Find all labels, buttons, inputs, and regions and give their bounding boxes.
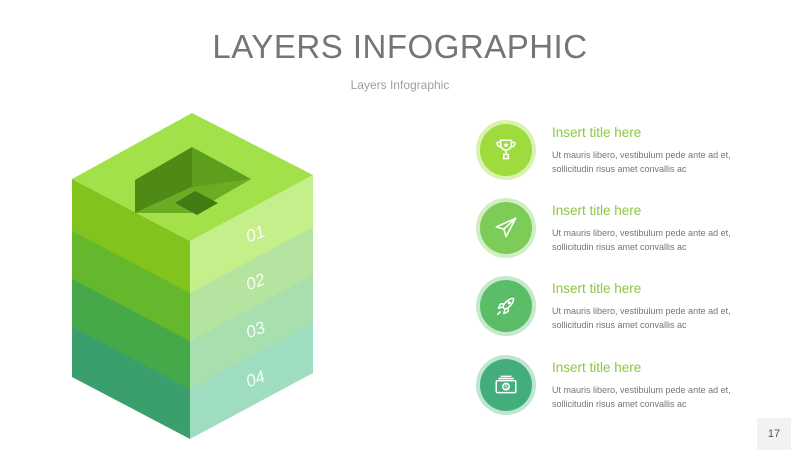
layer-04: 04 [72,321,313,439]
item-title: Insert title here [552,203,642,218]
layer-03-left-face [72,275,190,389]
page-title: LAYERS INFOGRAPHIC [212,28,588,65]
trophy-circle [480,124,532,176]
svg-text:$: $ [504,385,507,391]
item-title: Insert title here [552,125,642,140]
layer-02-left-face [72,227,190,341]
inner-small-square [175,191,218,215]
item-description: Ut mauris libero, vestibulum pede ante a… [552,306,731,330]
layer-01: 01 [72,113,313,293]
page-subtitle: Layers Infographic [350,78,450,92]
layer-01-right-face [190,175,313,293]
item-title: Insert title here [552,281,642,296]
list-item: Insert title here Ut mauris libero, vest… [480,200,780,260]
list-item: Insert title here Ut mauris libero, vest… [480,278,780,338]
layer-03-right-face [190,271,313,389]
rocket-icon [496,297,515,316]
item-title: Insert title here [552,360,642,375]
item-description: Ut mauris libero, vestibulum pede ante a… [552,150,731,174]
top-hole-back-wall [135,147,192,213]
page-number: 17 [757,418,791,450]
trophy-icon [496,139,516,160]
paper-plane-icon [495,217,517,238]
layer-02-right-face [190,223,313,341]
list-item: $ Insert title here Ut mauris libero, ve… [480,357,780,417]
money-circle: $ [480,359,532,411]
layer-01-left-face [72,179,190,293]
layer-04-left-face [72,325,190,439]
money-icon: $ [495,375,517,394]
list-item: Insert title here Ut mauris libero, vest… [480,122,780,182]
rocket-circle [480,280,532,332]
layer-02: 02 [72,223,313,341]
layers-cube-graphic: 04 03 02 01 [72,113,313,439]
layer-03: 03 [72,271,313,389]
item-description: Ut mauris libero, vestibulum pede ante a… [552,228,731,252]
paper-plane-circle [480,202,532,254]
layer-04-right-face [190,321,313,439]
item-description: Ut mauris libero, vestibulum pede ante a… [552,385,731,409]
